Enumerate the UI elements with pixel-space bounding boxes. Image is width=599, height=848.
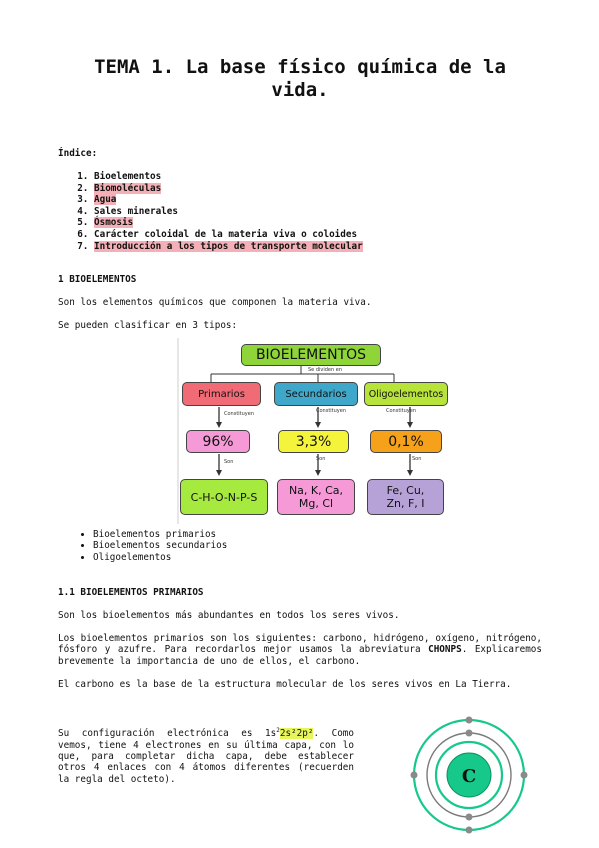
category-secundarios: Secundarios xyxy=(274,382,358,406)
bioelement-types-list: Bioelementos primarios Bioelementos secu… xyxy=(76,529,227,563)
index-item-label: Introducción a los tipos de transporte m… xyxy=(94,240,363,252)
index-item: Bioelementos xyxy=(94,171,363,183)
percent-primarios: 96% xyxy=(186,430,250,453)
connector-label: Son xyxy=(224,459,234,465)
page-title: TEMA 1. La base físico química de la vid… xyxy=(94,56,506,101)
index-item: Carácter coloidal de la materia viva o c… xyxy=(94,229,363,241)
section-1-paragraph: Son los elementos químicos que componen … xyxy=(58,297,372,308)
index-item: Sales minerales xyxy=(94,206,363,218)
category-oligoelementos: Oligoelementos xyxy=(364,382,448,406)
electron xyxy=(520,771,528,779)
index-item: Biomoléculas xyxy=(94,182,363,195)
index-item-label: Ósmosis xyxy=(94,217,134,229)
section-1-1-heading: 1.1 BIOELEMENTOS PRIMARIOS xyxy=(58,587,204,598)
index-item-label: Agua xyxy=(94,194,117,206)
connector-label: Constituyen xyxy=(316,408,347,414)
connector-label: Constituyen xyxy=(224,411,255,417)
index-item: Ósmosis xyxy=(94,217,363,229)
paragraph-text: Su configuración electrónica es 1s xyxy=(58,728,277,740)
list-item: Oligoelementos xyxy=(93,552,227,563)
bioelementos-diagram: BIOELEMENTOS Se dividen en Primarios Sec… xyxy=(176,338,448,524)
elements-oligoelementos: Fe, Cu, Zn, F, I xyxy=(367,479,444,515)
electron xyxy=(465,826,473,834)
index-heading: Índice: xyxy=(58,148,98,159)
section-1-1-paragraph: Son los bioelementos más abundantes en t… xyxy=(58,610,400,621)
section-1-heading: 1 BIOELEMENTOS xyxy=(58,274,137,285)
index-item-label: Sales minerales xyxy=(94,205,178,217)
percent-secundarios: 3,3% xyxy=(278,430,349,453)
elements-secundarios: Na, K, Ca, Mg, Cl xyxy=(277,479,355,515)
section-1-1-paragraph: Los bioelementos primarios son los sigui… xyxy=(58,633,542,667)
diagram-title-box: BIOELEMENTOS xyxy=(241,344,381,366)
electron xyxy=(465,716,473,724)
highlighted-configuration: 2s²2p² xyxy=(279,728,314,740)
diagram-connectors xyxy=(177,338,413,524)
carbon-atom-diagram: C xyxy=(410,716,528,834)
index-item-label: Bioelementos xyxy=(94,171,162,182)
nucleus xyxy=(446,752,492,798)
electron xyxy=(410,771,418,779)
section-1-1-paragraph: El carbono es la base de la estructura m… xyxy=(58,679,512,690)
elements-primarios: C-H-O-N-P-S xyxy=(180,479,268,515)
list-item: Bioelementos secundarios xyxy=(93,540,227,551)
diagram-split-label: Se dividen en xyxy=(308,367,343,373)
connector-label: Constituyen xyxy=(386,408,417,414)
index-item: Introducción a los tipos de transporte m… xyxy=(94,240,363,253)
section-1-paragraph: Se pueden clasificar en 3 tipos: xyxy=(58,320,238,331)
atom-symbol: C xyxy=(462,766,476,787)
chonps-abbreviation: CHONPS xyxy=(428,644,462,656)
connector-label: Son xyxy=(316,456,326,462)
paragraph-text: Los bioelementos primarios son los sigui… xyxy=(58,633,542,656)
index-item-label: Biomoléculas xyxy=(94,182,162,194)
category-primarios: Primarios xyxy=(182,382,261,406)
list-item: Bioelementos primarios xyxy=(93,529,227,540)
index-item: Agua xyxy=(94,194,363,206)
connector-label: Son xyxy=(412,456,422,462)
electron-configuration-paragraph: Su configuración electrónica es 1s22s²2p… xyxy=(58,725,354,785)
paragraph-text: . Explicaremos brevemente la importancia… xyxy=(58,644,542,667)
electron xyxy=(465,729,473,737)
percent-oligoelementos: 0,1% xyxy=(370,430,442,453)
index-item-label: Carácter coloidal de la materia viva o c… xyxy=(94,228,358,240)
index-list: Bioelementos Biomoléculas Agua Sales min… xyxy=(78,171,363,252)
electron xyxy=(465,813,473,821)
superscript: 2 xyxy=(276,727,280,734)
paragraph-text: . Como vemos, tiene 4 electrones en su ú… xyxy=(58,728,354,785)
